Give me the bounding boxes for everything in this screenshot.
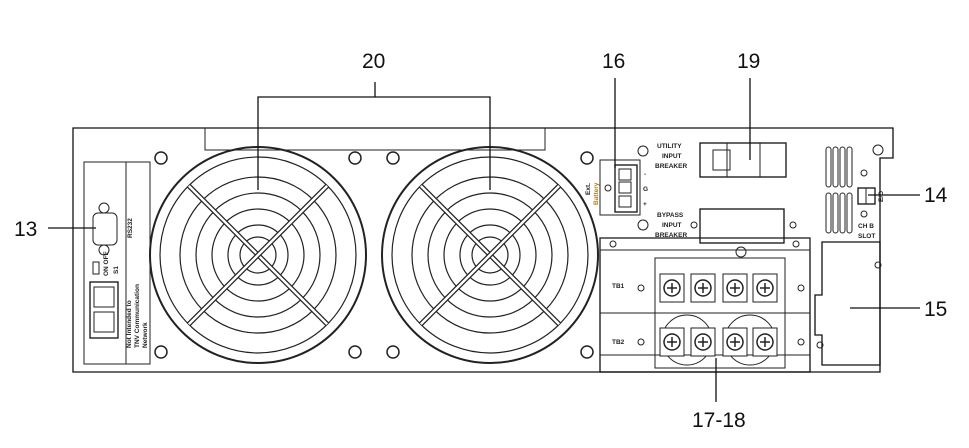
ext-battery-connector[interactable] [614, 164, 638, 213]
terminal-screw[interactable] [659, 327, 685, 357]
fan-left [149, 146, 367, 364]
network-ports[interactable] [89, 281, 119, 339]
bypass-label-1: BYPASS [657, 212, 684, 219]
bypass-input-breaker[interactable] [690, 208, 797, 244]
rs232-port [92, 202, 118, 256]
dip-switch-s1[interactable] [92, 261, 100, 275]
screw-icon [386, 151, 400, 165]
chb-label-1: CH B [858, 223, 874, 230]
switch-s1-label: S1 [113, 266, 120, 274]
ext-label: Ext. [585, 183, 592, 195]
terminal-screw[interactable] [722, 273, 748, 303]
terminal-screw[interactable] [690, 273, 716, 303]
chassis-outline [72, 127, 894, 373]
bypass-label-3: BREAKER [655, 232, 687, 239]
terminal-screw[interactable] [752, 327, 778, 357]
callout-13: 13 [14, 218, 37, 241]
screw-icon [348, 151, 362, 165]
eo-label: E/O [878, 191, 885, 202]
plus-label: + [643, 201, 647, 208]
terminal-screw[interactable] [690, 327, 716, 357]
ch-b-slot[interactable] [814, 241, 881, 366]
ext-battery-plate [599, 159, 641, 216]
callout-14: 14 [924, 184, 948, 207]
minus-label: - [644, 171, 646, 178]
network-note-3: Network [142, 322, 149, 348]
fan-bracket-top [204, 128, 546, 151]
tb2-label: TB2 [612, 339, 625, 346]
utility-label-1: UTILITY [657, 143, 682, 150]
ground-label: G [643, 186, 648, 193]
utility-input-breaker[interactable] [699, 142, 787, 178]
utility-label-3: BREAKER [655, 163, 687, 170]
terminal-screw[interactable] [752, 273, 778, 303]
terminal-screw[interactable] [722, 327, 748, 357]
utility-label-2: INPUT [662, 153, 682, 160]
callout-20: 20 [362, 50, 385, 73]
battery-label: Battery [593, 182, 600, 205]
screw-icon [580, 345, 594, 359]
callout-17-18: 17-18 [692, 409, 746, 432]
eo-switch[interactable] [857, 187, 876, 205]
network-note-1: Not Intended to [126, 300, 133, 348]
rs232-label: RS232 [127, 218, 134, 238]
screw-icon [386, 345, 400, 359]
tb1-label: TB1 [612, 283, 625, 290]
switch-on-off-label: ON OFF [103, 251, 110, 276]
callout-16: 16 [602, 50, 625, 73]
screw-icon [580, 151, 594, 165]
chb-label-2: SLOT [858, 233, 875, 240]
callout-20-leader [257, 82, 491, 190]
vent-slots [825, 146, 853, 234]
network-note-2: TNV Communication [134, 284, 141, 348]
screw-icon [154, 345, 168, 359]
bypass-label-2: INPUT [662, 222, 682, 229]
screw-icon [348, 345, 362, 359]
callout-15: 15 [924, 298, 947, 321]
callout-19: 19 [737, 50, 760, 73]
terminal-screw[interactable] [659, 273, 685, 303]
screw-icon [154, 151, 168, 165]
